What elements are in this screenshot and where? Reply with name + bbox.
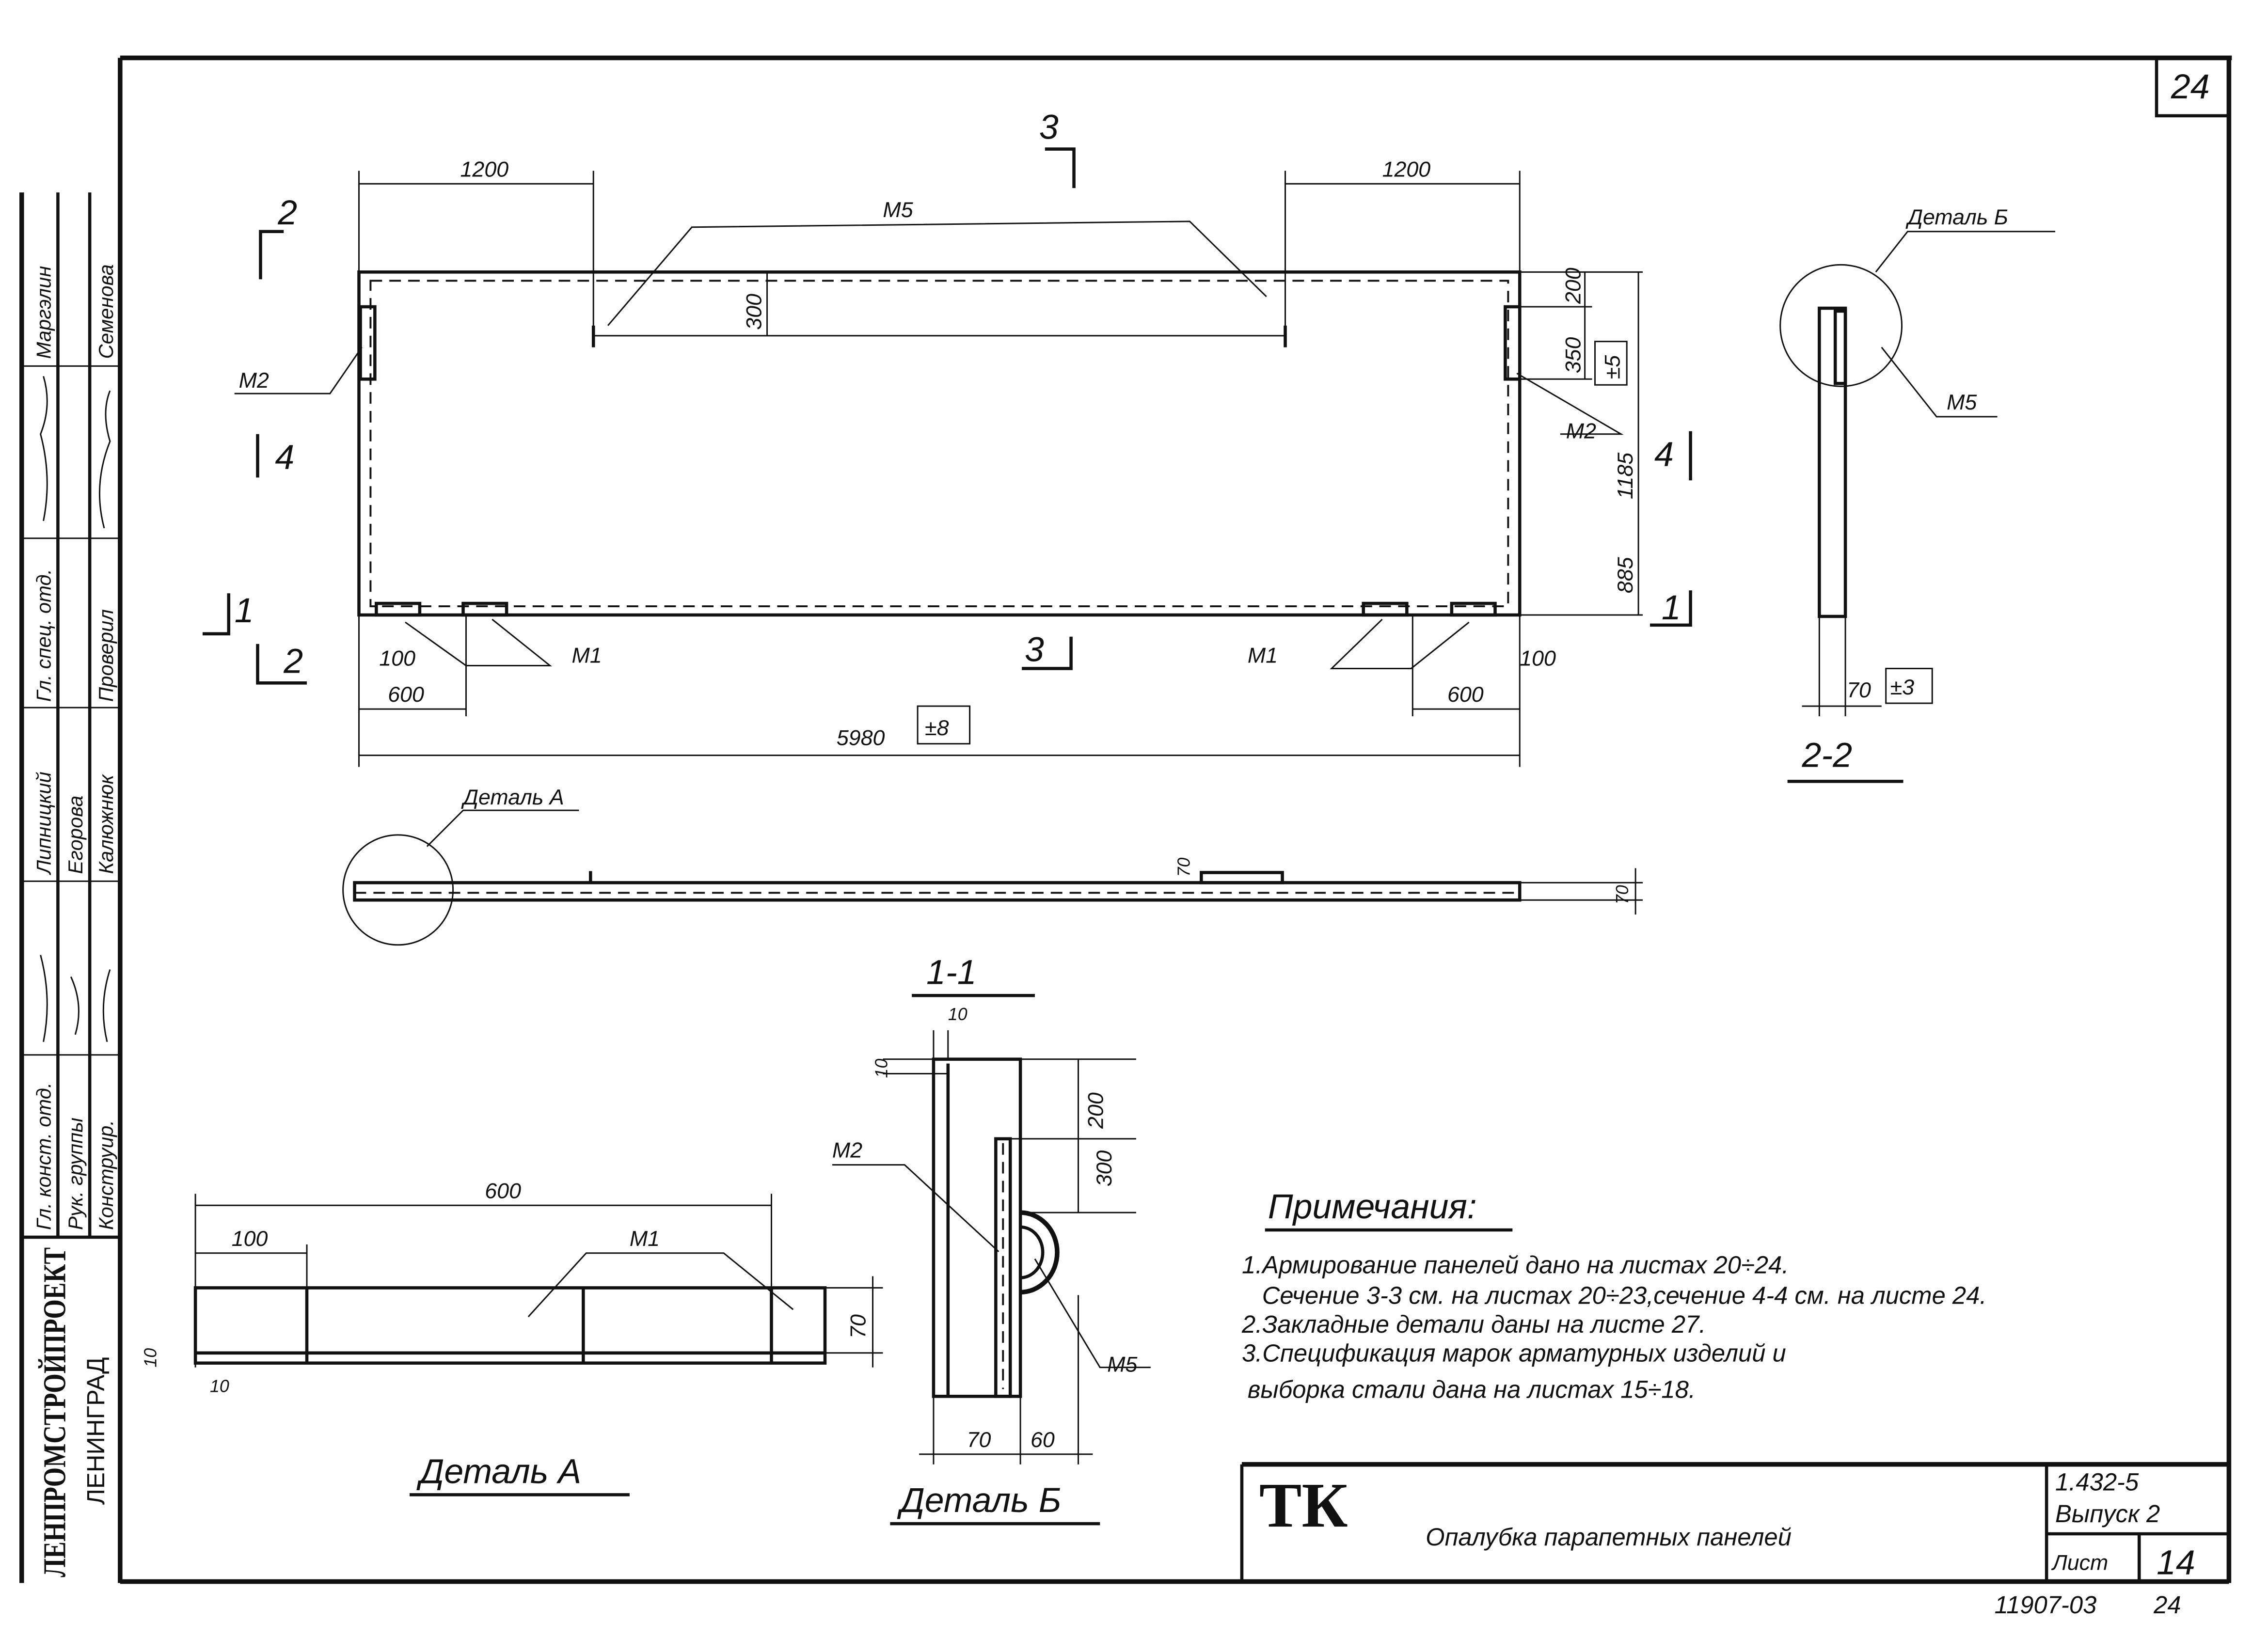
dim-1200-right: 1200 — [1382, 157, 1431, 181]
label-detail-b: Деталь Б — [1905, 205, 2008, 229]
detail-a: 600 100 М1 70 10 10 Деталь А — [141, 1179, 883, 1496]
sheet-value: 14 — [2157, 1544, 2195, 1582]
section-title: 2-2 — [1802, 736, 1853, 775]
organization-city: ЛЕНИНГРАД — [82, 1357, 110, 1505]
stamp-cell: Калюжнюк — [95, 773, 117, 874]
label-m2-left: М2 — [239, 368, 269, 393]
title-block: ТК Опалубка парапетных панелей 1.432-5 В… — [1240, 1462, 2229, 1582]
panel-side-view: Деталь А 70 70 — [342, 785, 1643, 946]
dim-70: 70 — [846, 1314, 871, 1339]
dim-100: 100 — [232, 1227, 268, 1251]
notes-title: Примечания: — [1268, 1187, 1477, 1226]
dim-300: 300 — [1092, 1150, 1116, 1187]
dim-10: 10 — [141, 1348, 160, 1368]
section-4-left: 4 — [275, 438, 294, 476]
section-2-2: Деталь Б М5 70 ±3 2-2 — [1779, 205, 2056, 783]
stamp-cell: Липницкий — [32, 772, 55, 875]
dim-350: 350 — [1561, 337, 1586, 374]
dim-885: 885 — [1613, 557, 1637, 593]
dim-10: 10 — [210, 1376, 229, 1396]
section-1-right: 1 — [1662, 588, 1681, 627]
label-m1: М1 — [630, 1227, 660, 1251]
logo: ТК — [1259, 1470, 1348, 1541]
stamp-cell: Маргэлин — [32, 266, 55, 359]
detail-b: 1-1 10 10 200 300 М2 М5 70 60 Деталь Б — [832, 953, 1151, 1526]
notes: Примечания: 1.Армирование панелей дано н… — [1241, 1187, 1987, 1403]
section-marks: 2 4 1 2 3 3 4 1 — [203, 108, 1692, 685]
stamp-cell: Егорова — [64, 796, 87, 874]
tolerance-3: ±3 — [1890, 675, 1915, 699]
section-3-top: 3 — [1039, 108, 1059, 147]
tolerance-5: ±5 — [1600, 355, 1624, 379]
section-2-top: 2 — [277, 193, 297, 232]
label-m5: М5 — [1107, 1353, 1137, 1377]
note-line: 2.Закладные детали даны на листе 27. — [1241, 1310, 1706, 1338]
page-number: 24 — [2153, 1591, 2181, 1619]
dim-10-left: 10 — [872, 1059, 891, 1078]
dim-1200-left: 1200 — [460, 157, 509, 181]
label-m5: М5 — [883, 198, 913, 222]
stamp-cell: Рук. группы — [64, 1118, 87, 1230]
issue-number: Выпуск 2 — [2055, 1500, 2160, 1528]
dim-200: 200 — [1083, 1092, 1108, 1129]
stamp-cell: Конструир. — [95, 1120, 117, 1230]
dim-1185: 1185 — [1613, 453, 1637, 499]
section-3-bottom: 3 — [1025, 630, 1044, 669]
sheet-frame: 24 — [118, 55, 2232, 1584]
dim-200: 200 — [1561, 268, 1586, 304]
detail-title: Деталь А — [416, 1452, 581, 1491]
section-1-1-title: 1-1 — [926, 953, 977, 992]
panel-elevation: 1200 1200 300 М5 М2 М2 200 350 ±5 885 11… — [203, 108, 1692, 767]
section-1-left: 1 — [235, 591, 254, 630]
dim-5980: 5980 — [837, 726, 885, 750]
dim-600-right: 600 — [1447, 682, 1484, 707]
dim-70: 70 — [1613, 885, 1632, 904]
sheet-number: 24 — [2171, 67, 2210, 106]
dim-100-right: 100 — [1520, 646, 1556, 670]
dim-70: 70 — [1174, 858, 1193, 877]
label-m2-right: М2 — [1566, 419, 1596, 443]
dim-300: 300 — [742, 294, 766, 330]
dim-100-left: 100 — [379, 646, 415, 670]
detail-title: Деталь Б — [897, 1481, 1061, 1520]
dim-70: 70 — [967, 1428, 991, 1452]
note-line: 3.Спецификация марок арматурных изделий … — [1242, 1339, 1786, 1367]
dim-10-top: 10 — [948, 1005, 967, 1024]
stamp-cell: Гл. спец. отд. — [32, 569, 55, 702]
note-line: 1.Армирование панелей дано на листах 20÷… — [1242, 1251, 1789, 1279]
organization-name: ЛЕНПРОМСТРОЙПРОЕКТ — [37, 1247, 72, 1577]
approval-stamp: Маргэлин Семенова Гл. спец. отд. Провери… — [19, 192, 120, 1583]
dim-600: 600 — [485, 1179, 521, 1203]
label-detail-a: Деталь А — [461, 785, 564, 809]
section-2-bottom: 2 — [283, 642, 303, 680]
note-line: выборка стали дана на листах 15÷18. — [1248, 1375, 1696, 1403]
label-m1-right: М1 — [1248, 644, 1278, 668]
stamp-cell: Гл. конст. отд. — [32, 1083, 55, 1230]
dim-60: 60 — [1031, 1428, 1055, 1452]
sheet-label: Лист — [2051, 1551, 2108, 1575]
label-m1-left: М1 — [571, 644, 602, 668]
stamp-cell: Проверил — [95, 609, 117, 702]
series-number: 1.432-5 — [2055, 1468, 2139, 1496]
signature — [40, 955, 111, 1042]
section-4-right: 4 — [1654, 435, 1674, 473]
dim-600-left: 600 — [388, 682, 424, 707]
label-m2: М2 — [832, 1138, 862, 1163]
tolerance-8: ±8 — [925, 716, 949, 740]
label-m5: М5 — [1947, 390, 1977, 414]
signature — [40, 376, 111, 529]
dim-70: 70 — [1847, 678, 1871, 702]
stamp-cell: Семенова — [95, 264, 117, 359]
note-line: Сечение 3-3 см. на листах 20÷23,сечение … — [1262, 1281, 1987, 1309]
inventory-number: 11907-03 — [1995, 1591, 2097, 1619]
drawing-title: Опалубка парапетных панелей — [1426, 1523, 1792, 1551]
